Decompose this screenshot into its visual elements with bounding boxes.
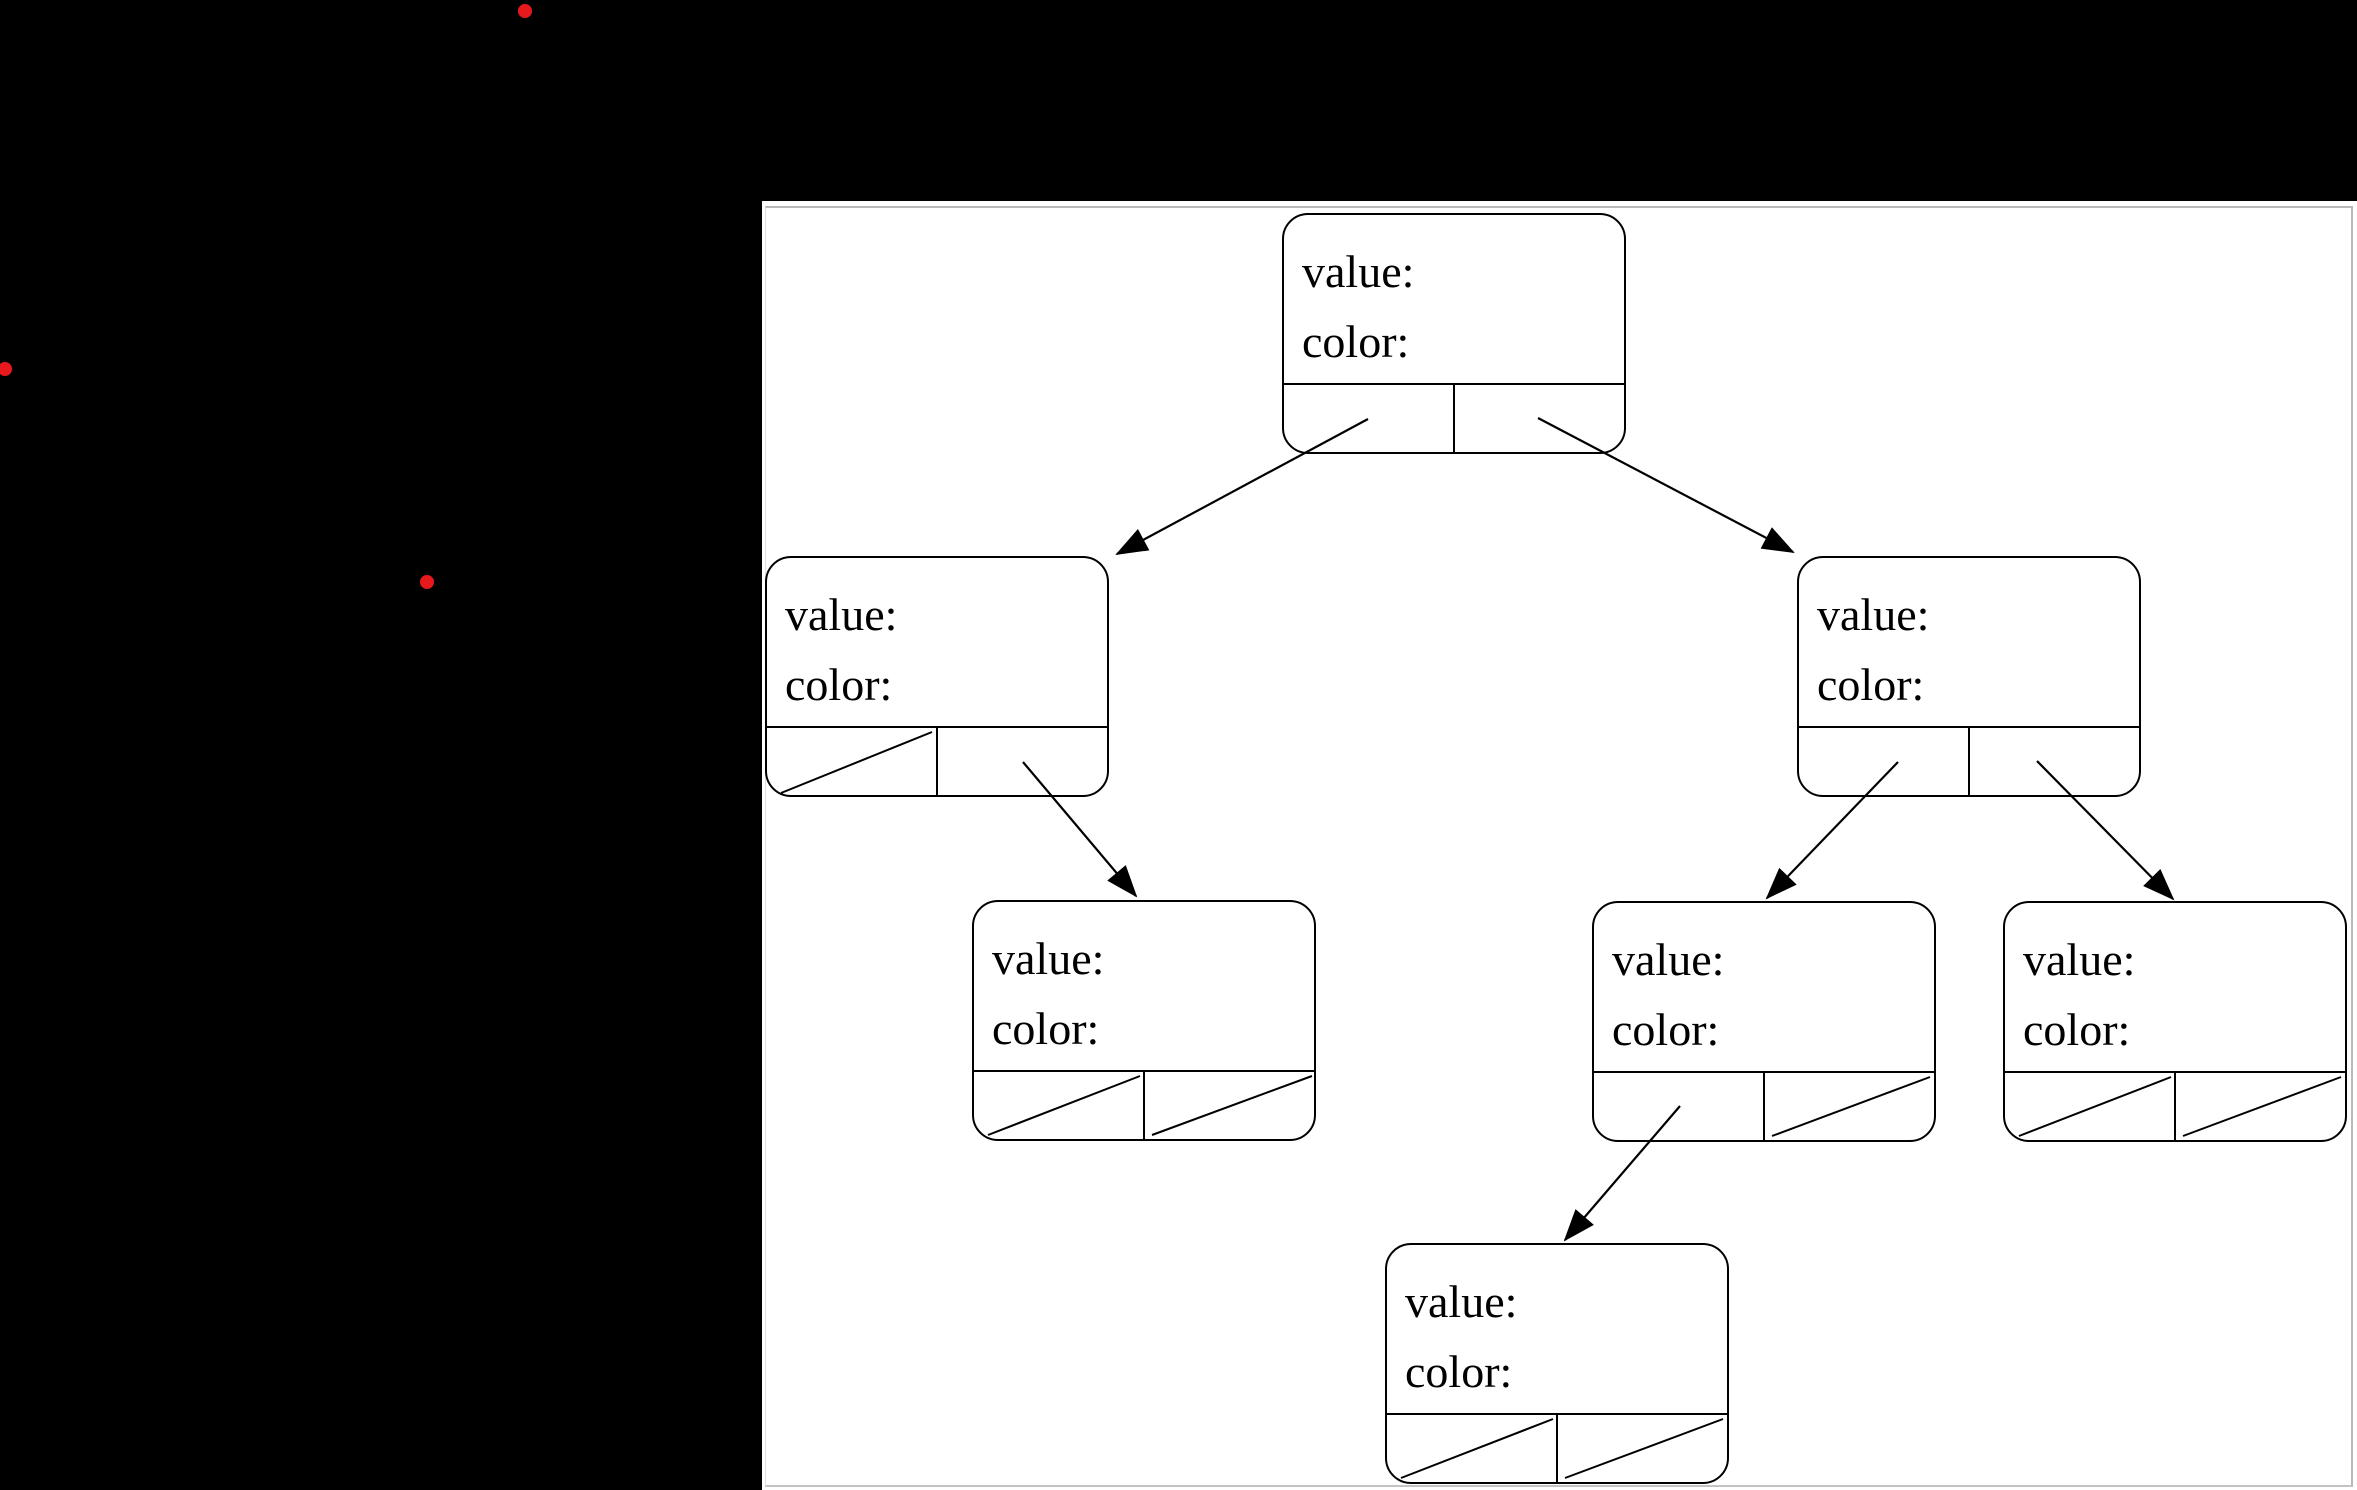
red-dot-marker (0, 362, 12, 376)
left-pointer-cell-null (2005, 1073, 2176, 1140)
right-pointer-cell (1455, 385, 1624, 452)
node-fields: value: color: (974, 902, 1314, 1070)
pointer-row (767, 726, 1107, 795)
color-field-label: color: (992, 1003, 1100, 1054)
pointer-row (974, 1070, 1314, 1139)
node-fields: value: color: (2005, 903, 2345, 1071)
panel-inner-border (765, 206, 2353, 1487)
left-pointer-cell-null (974, 1072, 1145, 1139)
pointer-row (1387, 1413, 1727, 1482)
left-pointer-cell-null (1387, 1415, 1558, 1482)
tree-node-bottom: value: color: (1385, 1243, 1729, 1484)
node-fields: value: color: (1594, 903, 1934, 1071)
pointer-row (2005, 1071, 2345, 1140)
tree-node-root: value: color: (1282, 213, 1626, 454)
right-pointer-cell-null (1558, 1415, 1727, 1482)
color-field-label: color: (1817, 659, 1925, 710)
left-pointer-cell (1284, 385, 1455, 452)
color-field-label: color: (1405, 1346, 1513, 1397)
right-pointer-cell-null (1145, 1072, 1314, 1139)
pointer-row (1284, 383, 1624, 452)
tree-node-left-child: value: color: (765, 556, 1109, 797)
value-field-label: value: (1612, 934, 1725, 985)
tree-node-right-child: value: color: (1797, 556, 2141, 797)
value-field-label: value: (785, 589, 898, 640)
color-field-label: color: (1302, 316, 1410, 367)
tree-node-right-right-grandchild: value: color: (2003, 901, 2347, 1142)
value-field-label: value: (1405, 1276, 1518, 1327)
right-pointer-cell-null (2176, 1073, 2345, 1140)
tree-node-right-left-grandchild: value: color: (1592, 901, 1936, 1142)
color-field-label: color: (2023, 1004, 2131, 1055)
value-field-label: value: (1302, 246, 1415, 297)
node-fields: value: color: (767, 558, 1107, 726)
right-pointer-cell (938, 728, 1107, 795)
value-field-label: value: (2023, 934, 2136, 985)
right-pointer-cell-null (1765, 1073, 1934, 1140)
node-fields: value: color: (1387, 1245, 1727, 1413)
color-field-label: color: (1612, 1004, 1720, 1055)
red-dot-marker (420, 575, 434, 589)
node-fields: value: color: (1799, 558, 2139, 726)
color-field-label: color: (785, 659, 893, 710)
left-pointer-cell (1799, 728, 1970, 795)
left-pointer-cell-null (767, 728, 938, 795)
pointer-row (1799, 726, 2139, 795)
right-pointer-cell (1970, 728, 2139, 795)
node-fields: value: color: (1284, 215, 1624, 383)
left-pointer-cell (1594, 1073, 1765, 1140)
value-field-label: value: (992, 933, 1105, 984)
red-dot-marker (518, 4, 532, 18)
tree-node-left-right-grandchild: value: color: (972, 900, 1316, 1141)
pointer-row (1594, 1071, 1934, 1140)
value-field-label: value: (1817, 589, 1930, 640)
